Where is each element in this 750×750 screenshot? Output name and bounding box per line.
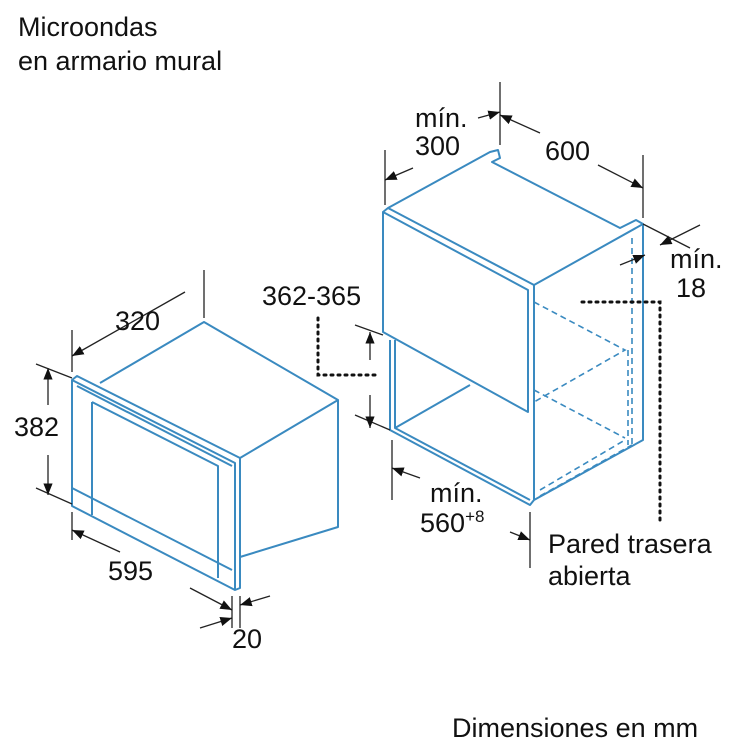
diagram-title: Microondas en armario mural xyxy=(18,10,222,78)
cabinet-min-side-label: 18 xyxy=(676,273,706,303)
units-footer: Dimensiones en mm xyxy=(452,713,698,743)
cabinet-min-depth-label: 300 xyxy=(415,131,460,161)
microwave-width-label: 595 xyxy=(108,556,153,586)
cabinet-min-width-label: 560+8 xyxy=(420,507,484,538)
cabinet-dimensions xyxy=(316,82,701,568)
cabinet-min-label-top: mín. xyxy=(415,103,468,133)
title-line-1: Microondas xyxy=(18,12,158,42)
microwave-depth-label: 320 xyxy=(115,306,160,336)
rear-wall-label-line-2: abierta xyxy=(548,561,632,591)
niche-height-label: 362-365 xyxy=(262,281,361,311)
cabinet-drawing xyxy=(382,149,644,506)
microwave-drawing xyxy=(71,321,339,591)
title-line-2: en armario mural xyxy=(18,46,223,76)
cabinet-min-label-side: mín. xyxy=(670,244,723,274)
microwave-height-label: 382 xyxy=(14,412,59,442)
cabinet-width-label: 600 xyxy=(545,136,590,166)
rear-wall-label-line-1: Pared trasera xyxy=(548,529,713,559)
microwave-frame-depth-label: 20 xyxy=(232,624,262,654)
cabinet-min-label-bottom: mín. xyxy=(430,478,483,508)
microwave-dimensions xyxy=(35,270,271,629)
